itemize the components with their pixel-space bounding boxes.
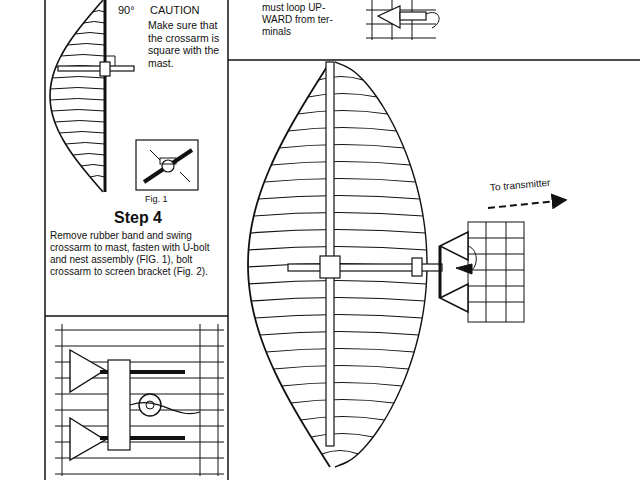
panel-frame bbox=[45, 0, 640, 480]
step-heading: Step 4 bbox=[50, 208, 226, 227]
side-view-figure bbox=[50, 0, 134, 192]
top-feed-figure bbox=[366, 0, 439, 40]
fig1-inset bbox=[136, 140, 198, 190]
figure-label: Fig. 1 bbox=[145, 194, 168, 205]
step-instructions: Remove rubber band and swing crossarm to… bbox=[50, 230, 224, 278]
caution-note: Make sure that the crossarm is square wi… bbox=[148, 19, 226, 69]
feed-assembly bbox=[440, 222, 524, 322]
closeup-figure bbox=[55, 324, 224, 476]
screen-antenna-figure bbox=[248, 62, 442, 467]
direction-label: To transmitter bbox=[489, 177, 550, 194]
transmitter-arrow bbox=[488, 200, 566, 208]
caution-heading: CAUTION bbox=[150, 4, 200, 17]
wiring-note: must loop UP- WARD from ter- minals bbox=[262, 2, 346, 38]
angle-label: 90° bbox=[118, 4, 135, 17]
